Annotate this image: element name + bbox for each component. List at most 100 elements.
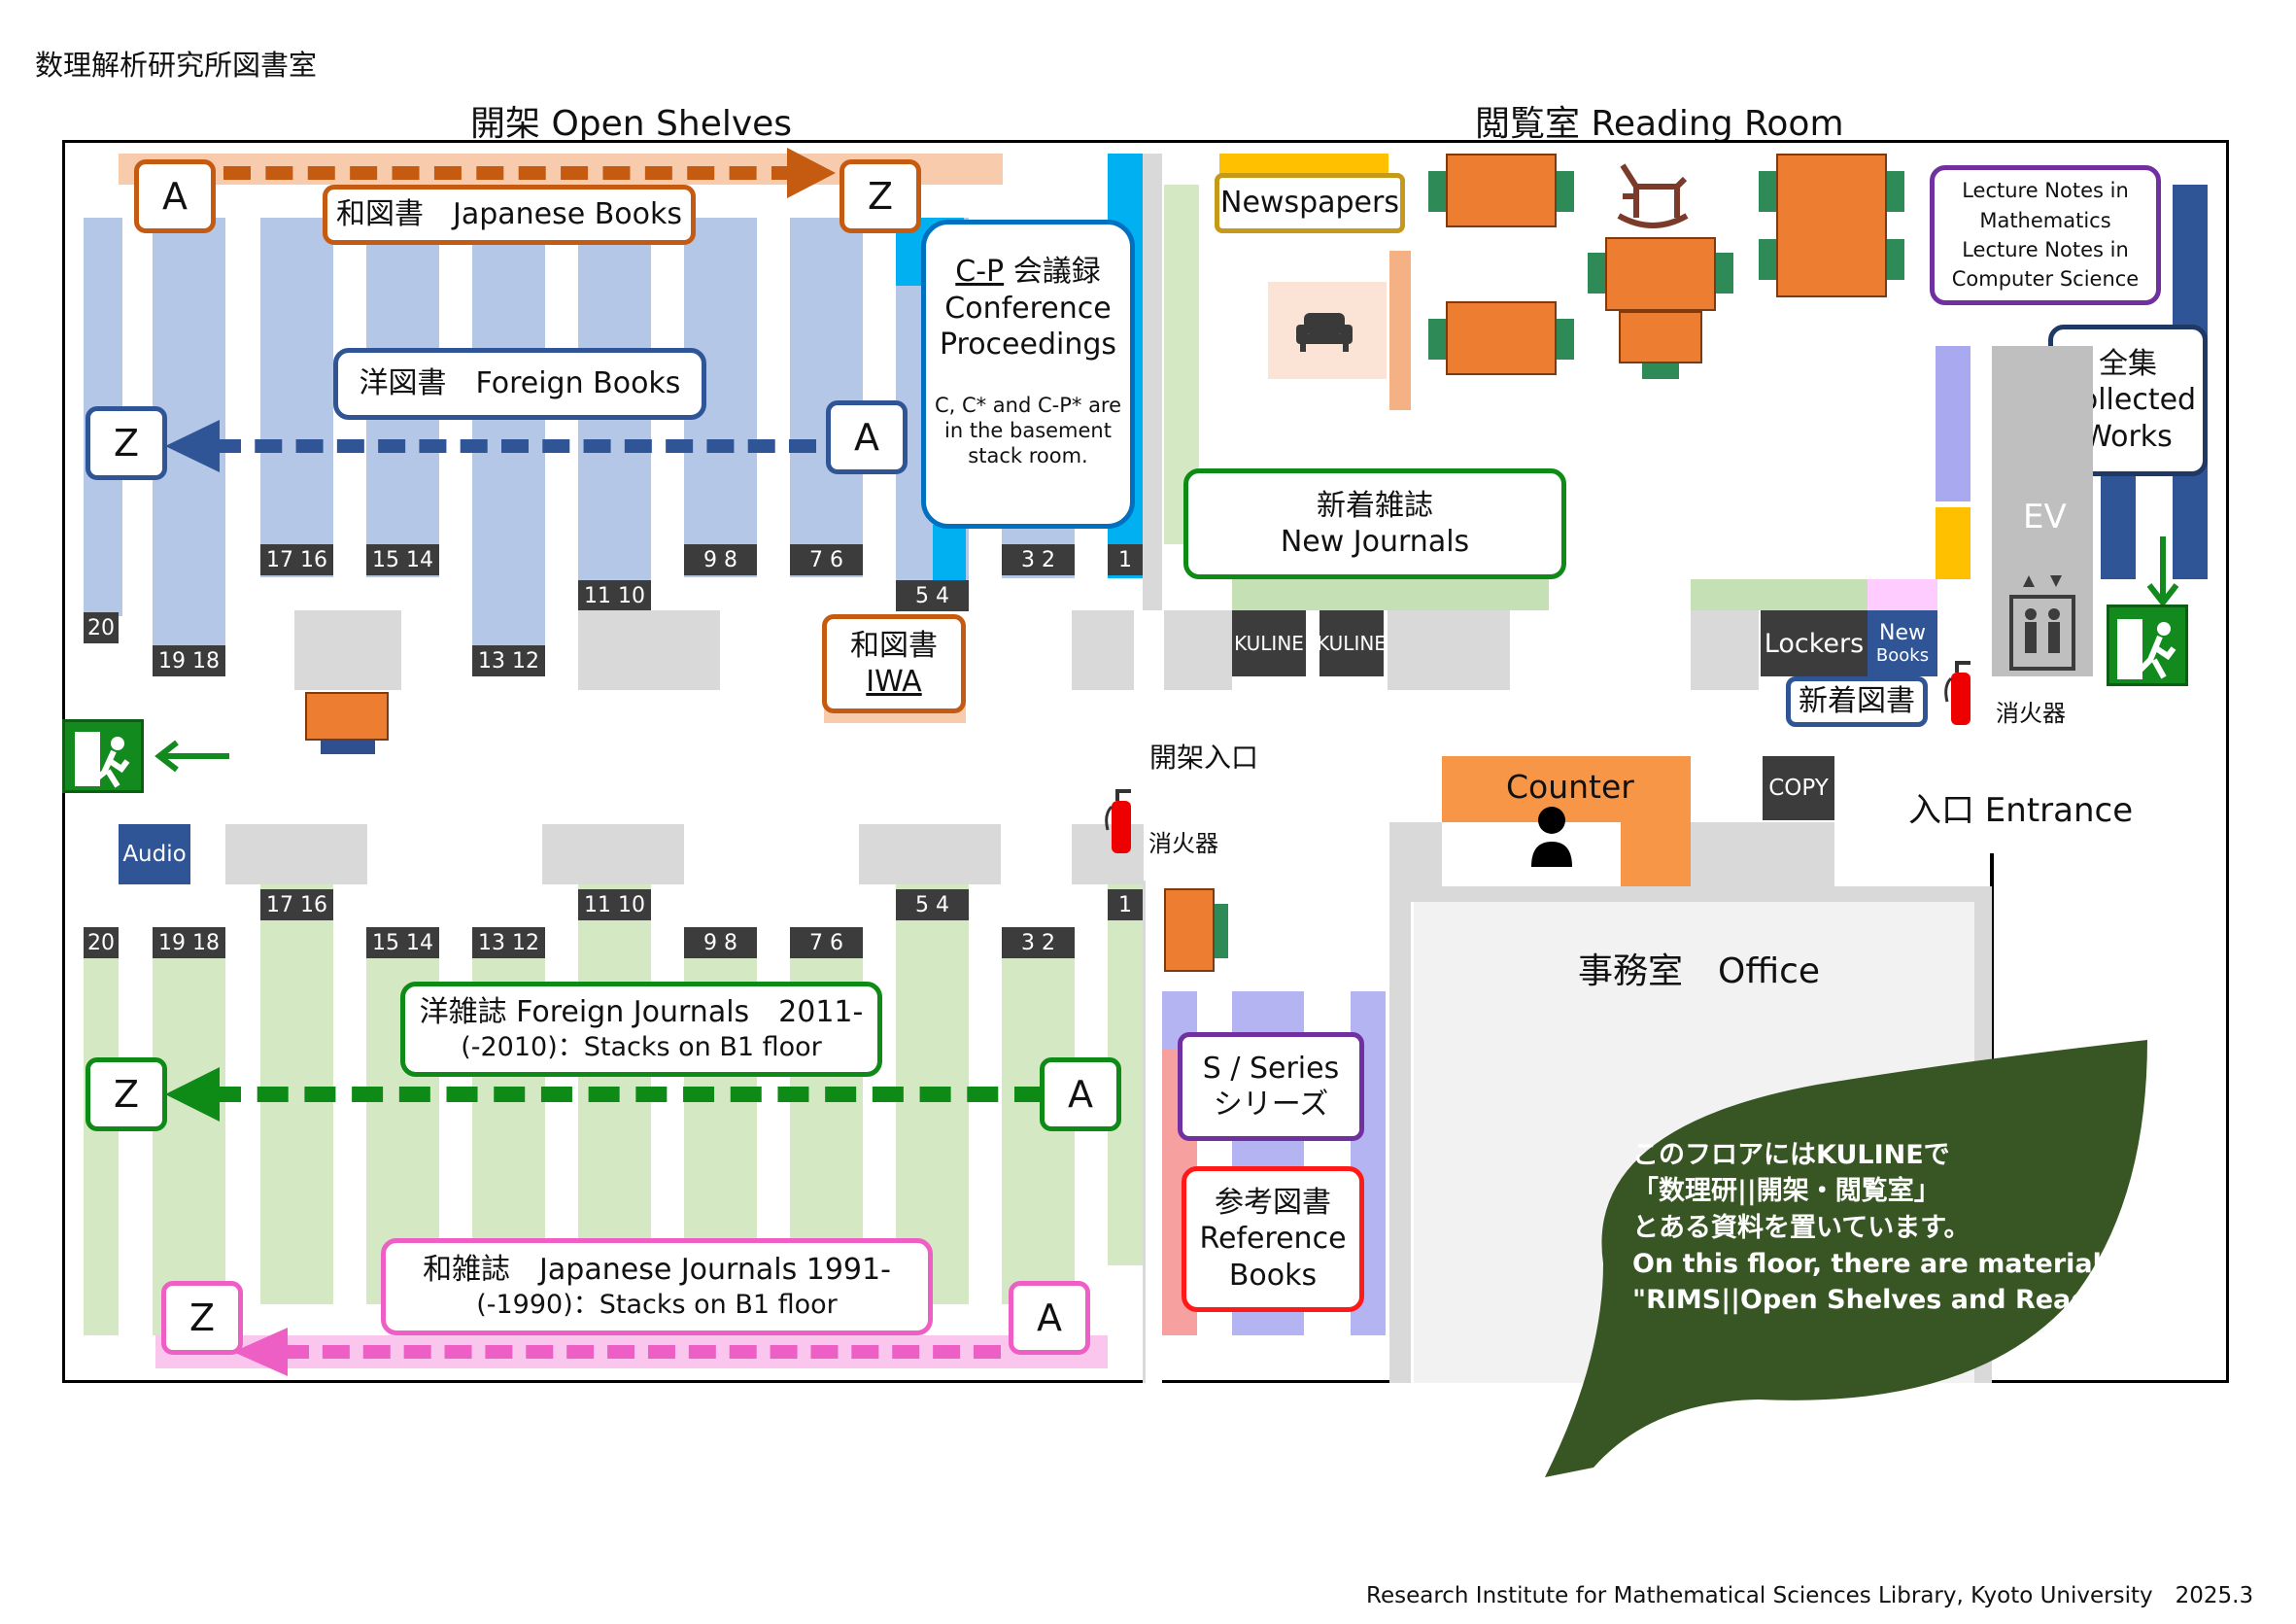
- lecture-notes-line1: Lecture Notes in: [1962, 179, 2129, 203]
- iwa-label: 和図書 IWA: [822, 614, 966, 713]
- foreign-journals-line1: 洋雑誌 Foreign Journals 2011-: [419, 995, 864, 1030]
- japanese-journals-label: 和雑誌 Japanese Journals 1991- (-1990)：Stac…: [381, 1238, 933, 1335]
- leaf-note: このフロアにはKULINEで 「数理研||開架・閲覧室」 とある資料を置いていま…: [1632, 1137, 2157, 1318]
- fire-extinguisher-icon: [1944, 661, 1970, 725]
- new-books-small-1: New: [1879, 621, 1926, 645]
- new-books-small-2: Books: [1875, 645, 1930, 666]
- row-number: 13 12: [472, 927, 545, 958]
- entrance-door-line: [1990, 853, 1994, 1067]
- arrow-left-icon: [233, 1328, 288, 1376]
- row-number: 20: [84, 612, 119, 643]
- top-end-block: [578, 610, 720, 690]
- extinguisher-label: 消火器: [1148, 830, 1218, 857]
- reading-table: [1446, 301, 1557, 375]
- foreign-books-label: 洋図書 Foreign Books: [333, 348, 706, 420]
- shelf-bottom-20: [84, 958, 119, 1335]
- iwa-line2: IWA: [866, 665, 922, 699]
- foreign-books-arrow-line: [214, 439, 816, 453]
- kuline-terminal: KULINE: [1232, 610, 1306, 676]
- leaf-icon: [1545, 1040, 2147, 1477]
- japanese-books-label: 和図書 Japanese Books: [323, 185, 696, 245]
- lecture-notes-line4: Computer Science: [1951, 267, 2140, 292]
- reference-en1: Reference: [1199, 1222, 1347, 1257]
- reading-block: [1388, 610, 1510, 690]
- row-number: 3 2: [1002, 544, 1075, 575]
- bottom-end-block: [542, 824, 684, 884]
- emergency-exit-left: [62, 719, 144, 793]
- japanese-journals-start-a: A: [1009, 1281, 1090, 1355]
- japanese-journals-line1: 和雑誌 Japanese Journals 1991-: [423, 1253, 891, 1288]
- elevator-label: EV: [2023, 498, 2067, 536]
- row-number: 7 6: [790, 927, 863, 958]
- chair: [1642, 363, 1679, 379]
- running-man-icon: [2117, 619, 2176, 679]
- exit-arrow-down-icon: [2146, 536, 2179, 607]
- extinguisher-label: 消火器: [1996, 700, 2066, 727]
- reading-block: [1691, 610, 1759, 690]
- shelf-top-17-16: [260, 218, 333, 577]
- emergency-exit-right: [2107, 605, 2188, 686]
- foreign-journals-arrow-line: [210, 1087, 1045, 1102]
- bottom-end-block: [859, 824, 1001, 884]
- chair: [1557, 171, 1574, 212]
- row-number: 13 12: [472, 645, 545, 676]
- chair: [1887, 239, 1904, 280]
- chair: [1557, 319, 1574, 360]
- row-number: 15 14: [366, 927, 439, 958]
- arrow-left-icon: [165, 420, 220, 472]
- yellow-shelf: [1936, 507, 1970, 579]
- reference-books-label: 参考図書 Reference Books: [1182, 1166, 1364, 1312]
- entrance-wall: [1389, 822, 1442, 886]
- japanese-books-end-z: Z: [840, 159, 921, 233]
- chair: [1887, 171, 1904, 212]
- foreign-books-end-z: Z: [86, 406, 167, 480]
- reading-block: [1691, 579, 1868, 610]
- conference-title-jp: 会議録: [1012, 255, 1101, 289]
- reading-block: [1164, 610, 1232, 690]
- lecture-notes-label: Lecture Notes in Mathematics Lecture Not…: [1930, 165, 2161, 305]
- counter-label: Counter: [1506, 768, 1634, 806]
- row-number: 5 4: [896, 580, 969, 611]
- office-label: 事務室 Office: [1578, 951, 1821, 991]
- row-number: 20: [84, 927, 119, 958]
- new-journals-label: 新着雑誌 New Journals: [1183, 468, 1566, 579]
- shelf-top-13-12: [472, 218, 545, 645]
- reference-jp: 参考図書: [1215, 1185, 1331, 1220]
- lecture-notes-line2: Mathematics: [1979, 208, 2111, 232]
- row-number: 7 6: [790, 544, 863, 575]
- reading-table: [1605, 237, 1716, 311]
- chair: [1716, 253, 1733, 294]
- bottom-end-block: [1072, 824, 1144, 884]
- elevator-icon: [2009, 575, 2075, 671]
- open-shelves-title: 開架 Open Shelves: [470, 104, 793, 144]
- counter-side: [1621, 822, 1691, 886]
- reading-room-title: 閲覧室 Reading Room: [1475, 104, 1844, 144]
- row-number: 19 18: [153, 927, 225, 958]
- japanese-journals-end-z: Z: [161, 1281, 243, 1355]
- open-shelf-entrance-label: 開架入口: [1149, 742, 1259, 774]
- lockers: Lockers: [1761, 610, 1868, 676]
- conference-title-en1: Conference: [944, 291, 1112, 326]
- newspapers-shelf: [1219, 154, 1388, 175]
- japanese-journals-line2: (-1990)：Stacks on B1 floor: [476, 1289, 838, 1320]
- row-number: 11 10: [578, 580, 651, 611]
- arrow-right-icon: [787, 148, 836, 198]
- study-desk: [1164, 888, 1215, 972]
- chair: [1428, 171, 1446, 212]
- conference-proceedings-label: C-P 会議録 Conference Proceedings C, C* and…: [921, 220, 1135, 529]
- newspapers-label: Newspapers: [1215, 173, 1405, 233]
- new-journals-en: New Journals: [1280, 525, 1470, 559]
- top-end-block: [294, 610, 401, 690]
- foreign-journals-label: 洋雑誌 Foreign Journals 2011- (-2010)：Stack…: [400, 982, 882, 1077]
- series-jp: シリーズ: [1213, 1088, 1329, 1122]
- bottom-end-block: [225, 824, 367, 884]
- row-number: 1: [1108, 889, 1143, 920]
- new-books-shelf-pink: [1868, 579, 1937, 610]
- iwa-line1: 和図書: [850, 628, 938, 663]
- elevator: [1992, 346, 2093, 676]
- audio-box: Audio: [119, 824, 190, 884]
- page-title: 数理解析研究所図書室: [35, 49, 318, 82]
- leaf-line-5: "RIMS||Open Shelves and Reading: [1632, 1285, 2137, 1315]
- lecture-notes-line3: Lecture Notes in: [1962, 238, 2129, 261]
- reading-table: [1446, 154, 1557, 227]
